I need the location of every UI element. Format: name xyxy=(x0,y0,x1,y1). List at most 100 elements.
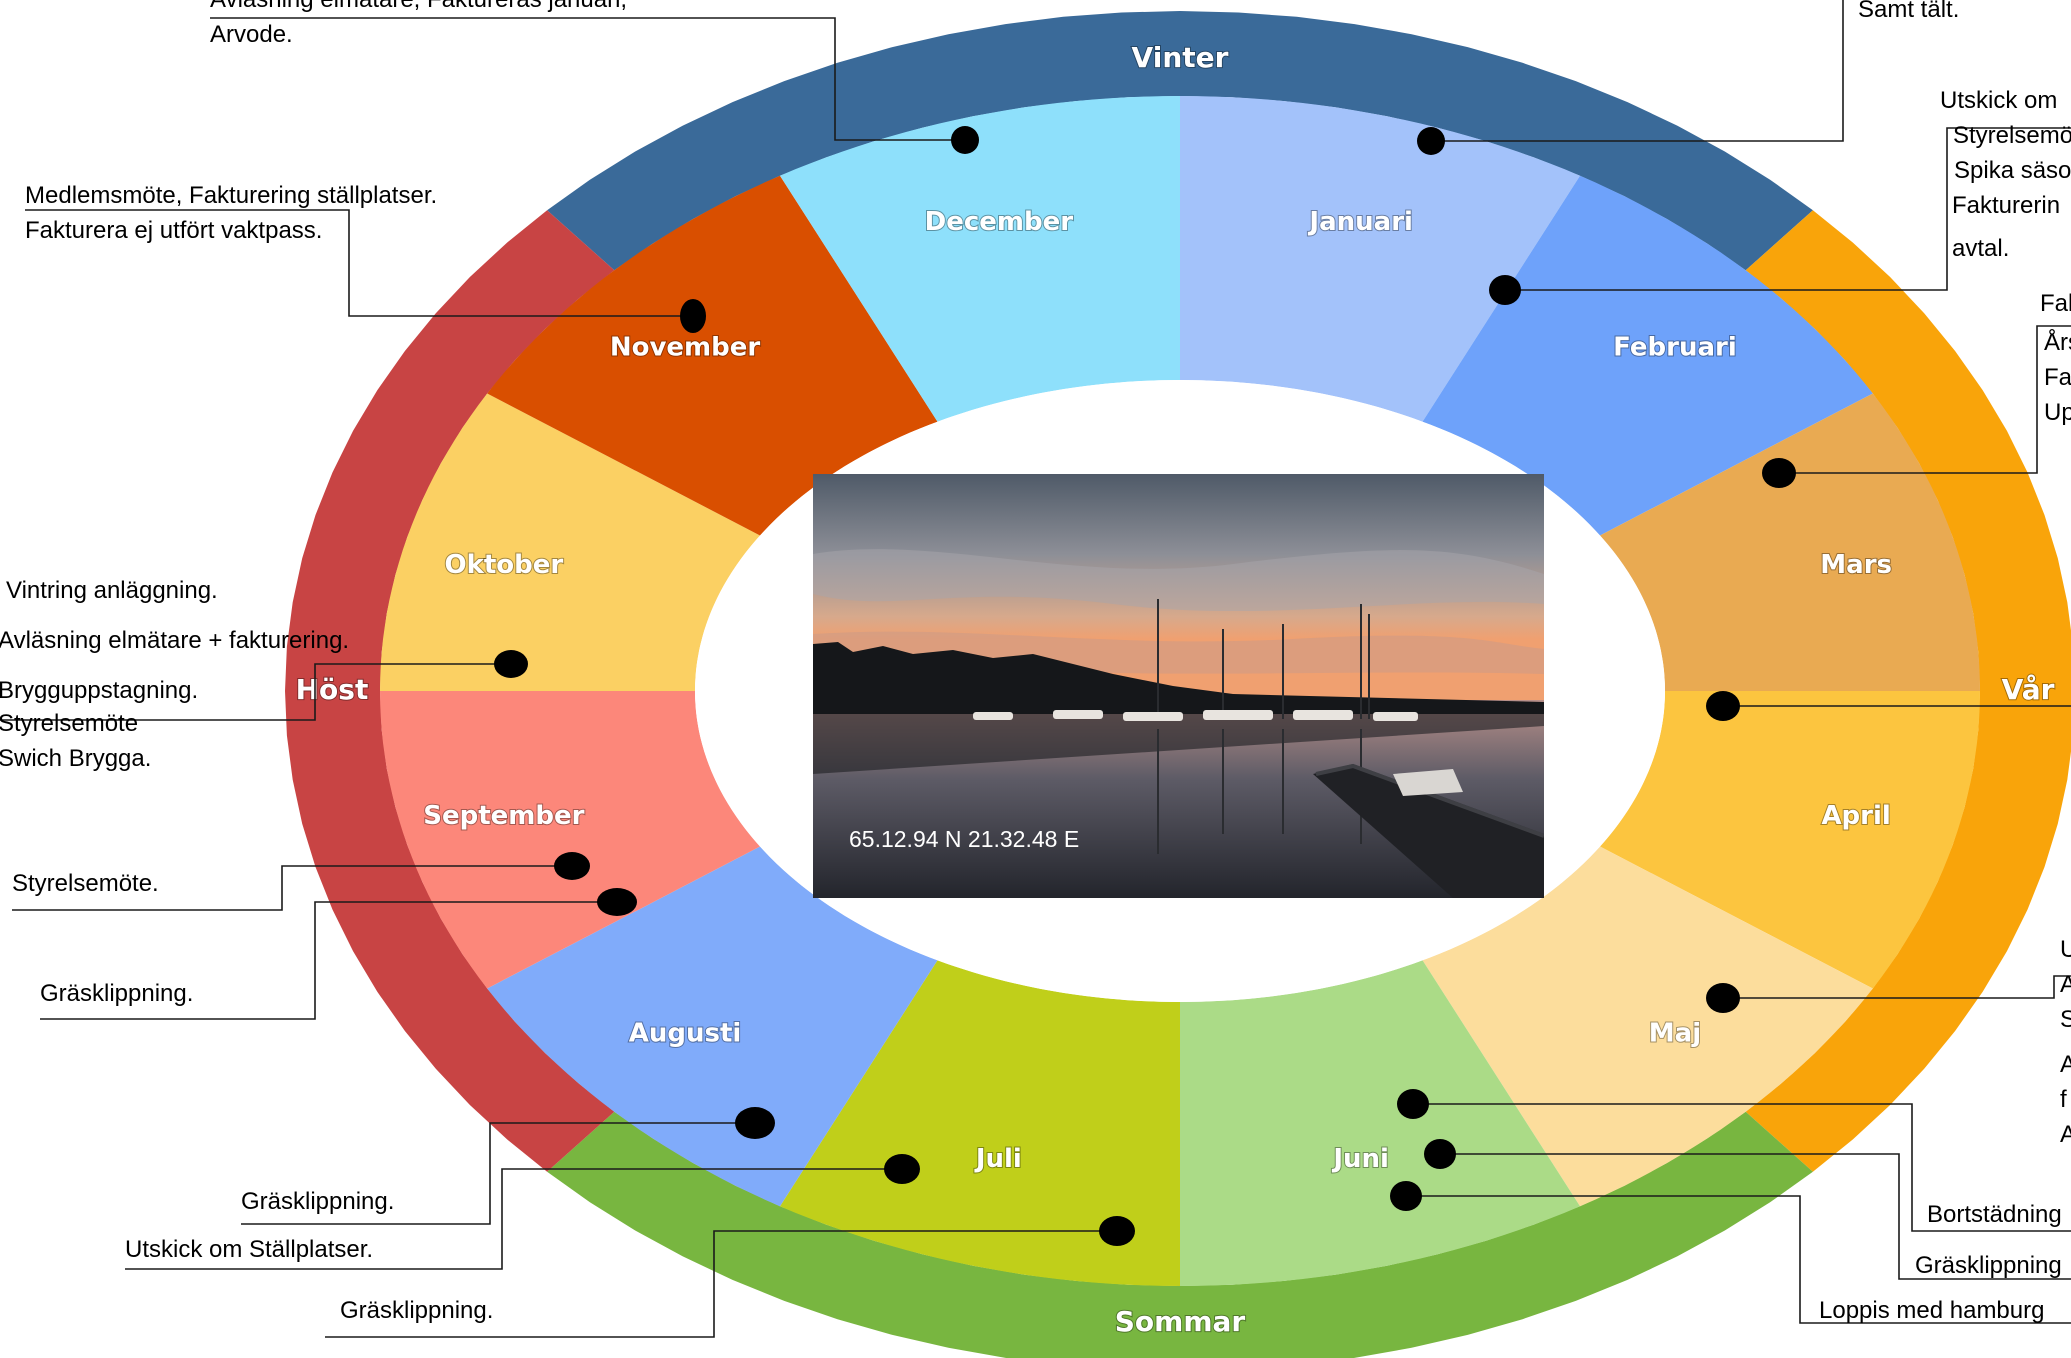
connector-juni-1 xyxy=(1413,1103,2071,1232)
month-label-september: September xyxy=(423,801,584,831)
note-augusti-grasklippning: Gräsklippning. xyxy=(241,1184,394,1219)
marker-dot-augusti xyxy=(735,1107,775,1139)
season-segment-vinter xyxy=(547,11,1813,271)
month-segment-juni xyxy=(1180,960,1580,1286)
month-segment-april xyxy=(1600,691,1980,989)
note-line: S xyxy=(2060,1006,2071,1033)
note-line: Fakturerin xyxy=(1952,192,2061,219)
season-segment-sommar xyxy=(547,1111,1813,1358)
note-december: Avläsning elmätare, Faktureras januari, … xyxy=(210,0,627,52)
marker-dot-december xyxy=(951,126,979,154)
marker-dot-april xyxy=(1706,691,1740,721)
note-line: Gräsklippning. xyxy=(340,1297,494,1324)
marker-dot-november xyxy=(680,299,706,333)
connector-september-2 xyxy=(40,901,617,1020)
note-line: Styrelsemö xyxy=(1953,122,2071,149)
marker-dot-juni-1 xyxy=(1397,1089,1429,1119)
note-maj: U A S A f A xyxy=(2060,932,2071,1152)
month-label-april: April xyxy=(1821,801,1890,831)
month-label-maj: Maj xyxy=(1649,1018,1701,1048)
marker-dot-september-2 xyxy=(597,888,637,916)
month-segment-december xyxy=(780,96,1180,422)
note-juni-loppis: Loppis med hamburg xyxy=(1819,1293,2044,1328)
note-juli-utskick: Utskick om Ställplatser. xyxy=(125,1232,373,1267)
note-juli-grasklippning: Gräsklippning. xyxy=(340,1293,493,1328)
note-november: Medlemsmöte, Fakturering ställplatser. F… xyxy=(25,178,437,248)
photo-scene xyxy=(813,474,1544,898)
note-line: Up xyxy=(2044,399,2071,426)
note-line: Brygguppstagning. xyxy=(0,677,199,704)
marker-dot-september-1 xyxy=(554,852,590,880)
marker-dot-juli-1 xyxy=(884,1154,920,1184)
note-line: Års xyxy=(2044,329,2071,356)
note-line: Medlemsmöte, Fakturering ställplatser. xyxy=(25,182,438,209)
note-september-grasklippning: Gräsklippning. xyxy=(40,976,193,1011)
note-line: Spika säso xyxy=(1954,157,2071,184)
connector-juli-2 xyxy=(325,1230,1117,1338)
note-line: Fak xyxy=(2044,364,2071,391)
marker-dot-oktober xyxy=(494,650,528,678)
month-label-augusti: Augusti xyxy=(629,1018,742,1048)
note-line: Gräsklippning. xyxy=(40,980,194,1007)
month-segment-oktober xyxy=(380,393,760,691)
note-line: Gräsklippning xyxy=(1915,1252,2062,1279)
note-line: Fakturera ej utfört vaktpass. xyxy=(25,217,323,244)
note-oktober: Vintring anläggning. Avläsning elmätare … xyxy=(0,573,349,776)
month-label-november: November xyxy=(610,333,761,363)
month-segment-november xyxy=(487,175,938,536)
note-line: Swich Brygga. xyxy=(0,745,152,772)
note-line: U xyxy=(2060,936,2071,963)
note-line: Styrelsemöte xyxy=(0,710,139,737)
season-label-vinter: Vinter xyxy=(1132,41,1229,74)
note-line: Arvode. xyxy=(210,21,293,48)
marker-dots xyxy=(494,126,1796,1246)
note-februari: Utskick om Styrelsemö Spika säso Fakture… xyxy=(1940,83,2071,266)
note-juni-grasklippning: Gräsklippning xyxy=(1915,1248,2062,1283)
connector-maj xyxy=(1723,975,2071,999)
note-line: Fak xyxy=(2040,290,2071,317)
connector-oktober xyxy=(0,663,511,721)
marina-sunset-photo: 65.12.94 N 21.32.48 E xyxy=(813,474,1544,898)
marker-dot-mars xyxy=(1762,458,1796,488)
season-segment-höst xyxy=(285,210,615,1172)
note-mars: Fak Års Fak Up xyxy=(2040,286,2071,430)
month-label-februari: Februari xyxy=(1613,333,1737,363)
month-segment-januari xyxy=(1180,96,1580,422)
connector-februari xyxy=(1505,127,2071,291)
month-label-mars: Mars xyxy=(1820,550,1892,580)
note-line: Vintring anläggning. xyxy=(6,577,218,604)
note-line: Utskick om xyxy=(1940,87,2058,114)
month-label-december: December xyxy=(925,207,1074,237)
connector-januari xyxy=(1431,0,1844,142)
marker-dot-juni-2 xyxy=(1424,1139,1456,1169)
photo-coordinates: 65.12.94 N 21.32.48 E xyxy=(849,826,1080,852)
note-line: A xyxy=(2060,1051,2071,1078)
note-line: Avläsning elmätare + fakturering. xyxy=(0,627,350,654)
month-label-juni: Juni xyxy=(1331,1144,1389,1174)
season-label-vår: Vår xyxy=(2002,673,2055,706)
marker-dot-juli-2 xyxy=(1099,1216,1135,1246)
note-line: A xyxy=(2060,971,2071,998)
note-line: Gräsklippning. xyxy=(241,1188,395,1215)
connector-mars xyxy=(1779,325,2071,474)
note-line: A xyxy=(2060,1121,2071,1148)
note-line: f xyxy=(2060,1086,2067,1113)
connector-november xyxy=(25,209,693,317)
month-segment-augusti xyxy=(487,846,938,1207)
note-januari: Samt tält. xyxy=(1858,0,1959,27)
season-segment-vår xyxy=(1745,210,2071,1172)
marker-dot-januari xyxy=(1417,127,1445,155)
month-segment-maj xyxy=(1422,846,1873,1207)
ring-labels: VinterVårSommarHöstJanuariFebruariMarsAp… xyxy=(295,40,2056,1339)
marker-dot-maj xyxy=(1706,983,1740,1013)
connector-december xyxy=(210,17,965,141)
season-label-sommar: Sommar xyxy=(1115,1305,1246,1338)
month-label-oktober: Oktober xyxy=(444,550,563,580)
month-ring xyxy=(380,96,1980,1286)
month-segment-mars xyxy=(1600,393,1980,691)
connector-juni-2 xyxy=(1440,1153,2071,1280)
note-line: Styrelsemöte. xyxy=(12,870,159,897)
marker-dot-februari xyxy=(1489,275,1521,305)
month-segment-juli xyxy=(780,960,1180,1286)
